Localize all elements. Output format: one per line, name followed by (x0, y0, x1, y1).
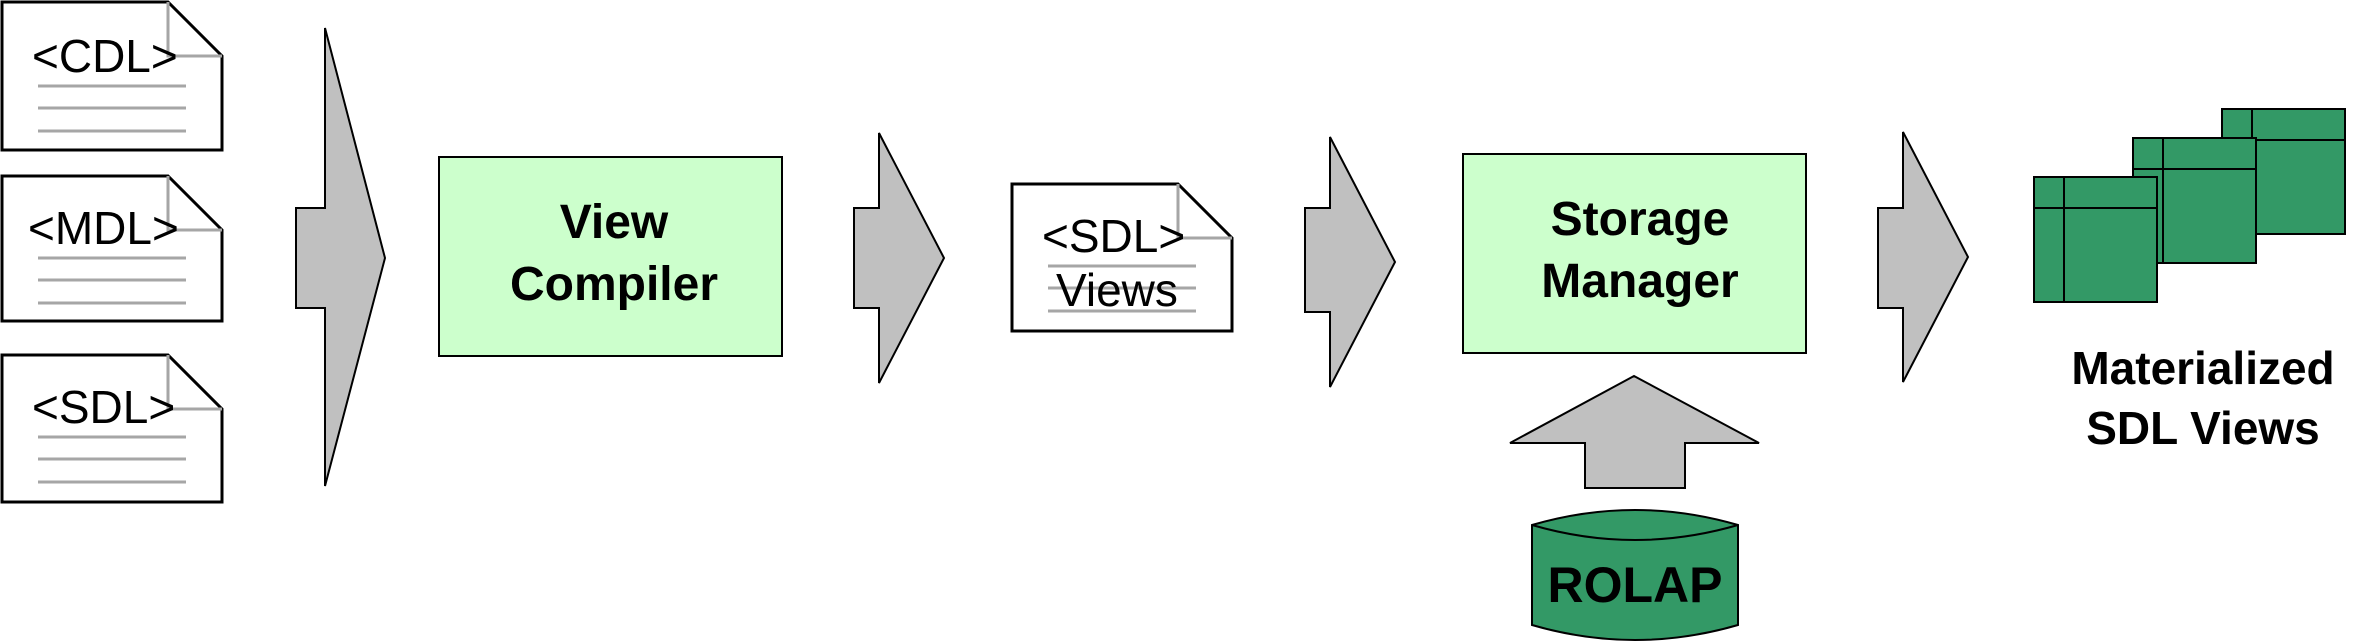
sdl-views-line2: Views (1056, 264, 1178, 316)
output-caption-line1: Materialized (2071, 342, 2334, 394)
rolap-database: ROLAP (1531, 509, 1739, 641)
sdl-views-document: <SDL> Views (1010, 182, 1234, 333)
merge-arrow (295, 27, 387, 487)
output-caption-line2: SDL Views (2086, 402, 2320, 454)
mdl-document: <MDL> (0, 174, 224, 323)
view-compiler-line2: Compiler (510, 258, 718, 311)
storage-manager-box: Storage Manager (1462, 153, 1807, 354)
sdl-views-line1: <SDL> (1042, 210, 1185, 262)
sdl-label: <SDL> (32, 381, 175, 433)
storage-manager-line1: Storage (1551, 193, 1730, 246)
materialized-views-icon (2033, 108, 2346, 303)
mdl-label: <MDL> (28, 202, 179, 254)
arrow-views-to-storage (1304, 136, 1397, 388)
arrow-storage-to-output (1877, 131, 1970, 383)
rolap-label: ROLAP (1548, 557, 1723, 613)
arrow-rolap-to-storage (1509, 374, 1760, 489)
view-compiler-line1: View (560, 196, 669, 249)
storage-manager-line2: Manager (1541, 255, 1738, 308)
cdl-label: <CDL> (32, 30, 178, 82)
sdl-document: <SDL> (0, 353, 224, 504)
cdl-document: <CDL> (0, 0, 224, 152)
view-compiler-box: View Compiler (438, 156, 783, 357)
table-icon-front (2033, 176, 2158, 303)
arrow-compiler-to-views (853, 132, 946, 384)
